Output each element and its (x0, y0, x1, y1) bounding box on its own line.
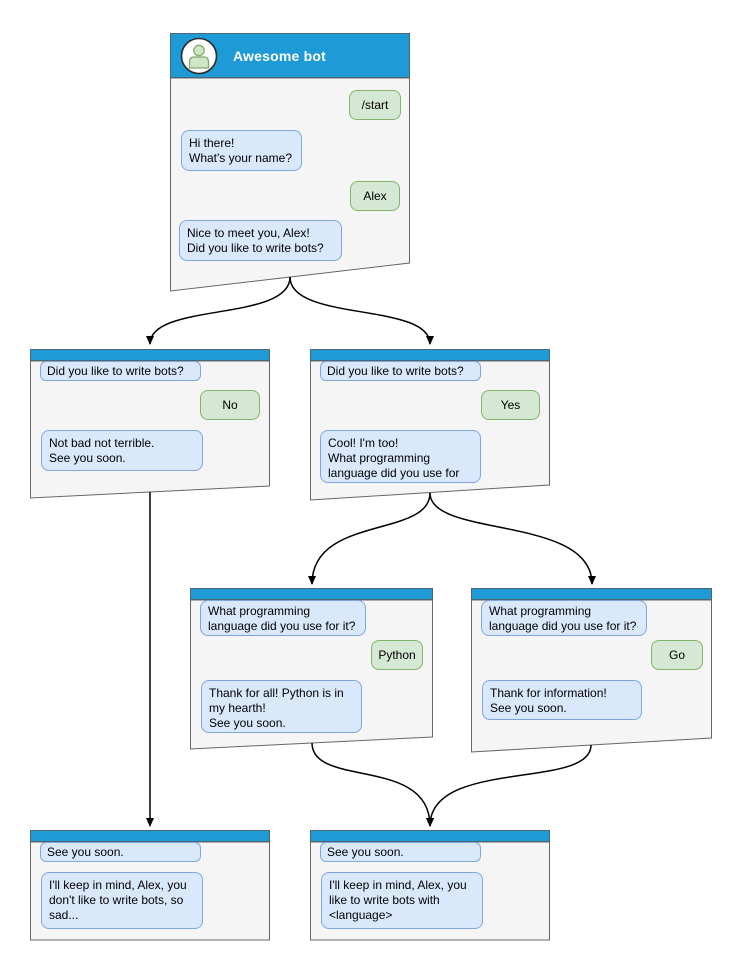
chat-window-end-no: See you soon. I'll keep in mind, Alex, y… (30, 830, 270, 940)
bot-message-bubble: Did you like to write bots? (320, 361, 481, 381)
end-no-window-header (30, 830, 270, 842)
bot-message-bubble: Hi there! What's your name? (181, 130, 302, 171)
user-message-bubble: Yes (481, 390, 540, 420)
bot-avatar-icon (180, 37, 218, 74)
arrow-python-to-end-yes (311, 742, 434, 827)
chat-window-end-yes: See you soon. I'll keep in mind, Alex, y… (310, 830, 550, 940)
arrow-branch-yes-to-python (308, 492, 431, 585)
python-window-header (190, 588, 433, 600)
bot-message-bubble: Nice to meet you, Alex! Did you like to … (179, 220, 342, 261)
arrow-main-to-branch-no (146, 276, 291, 345)
bot-message-bubble: What programming language did you use fo… (200, 600, 366, 636)
user-message-bubble: Go (651, 640, 703, 670)
bot-message-bubble: Did you like to write bots? (40, 361, 201, 381)
chat-window-branch-no: Did you like to write bots? No Not bad n… (30, 349, 270, 498)
branch-no-window-header (30, 349, 270, 361)
main-window-header: Awesome bot (170, 33, 410, 78)
bot-message-bubble: Not bad not terrible. See you soon. (41, 430, 203, 471)
bot-message-bubble: See you soon. (40, 842, 201, 862)
window-title: Awesome bot (233, 47, 326, 64)
chat-window-python: What programming language did you use fo… (190, 588, 433, 749)
bot-message-bubble: Cool! I'm too! What programming language… (320, 430, 481, 483)
user-message-bubble: /start (349, 90, 401, 120)
bot-message-bubble: I'll keep in mind, Alex, you don't like … (41, 872, 203, 929)
bot-message-bubble: What programming language did you use fo… (481, 600, 647, 636)
bot-message-bubble: Thank for information! See you soon. (482, 680, 642, 720)
bot-message-bubble: I'll keep in mind, Alex, you like to wri… (321, 872, 483, 929)
user-message-bubble: Alex (350, 181, 400, 211)
chat-window-main: Awesome bot /start Hi there! What's your… (170, 33, 410, 291)
arrow-go-to-end-yes (426, 744, 592, 827)
go-window-header (471, 588, 712, 600)
bot-message-bubble: Thank for all! Python is in my hearth! S… (201, 680, 362, 733)
user-message-bubble: Python (371, 640, 423, 670)
end-yes-window-header (310, 830, 550, 842)
arrow-main-to-branch-yes (289, 276, 434, 345)
bot-message-bubble: See you soon. (320, 842, 481, 862)
arrow-branch-yes-to-go (429, 492, 596, 585)
chat-window-branch-yes: Did you like to write bots? Yes Cool! I'… (310, 349, 550, 501)
chat-window-go: What programming language did you use fo… (471, 588, 712, 752)
user-message-bubble: No (200, 390, 260, 420)
branch-yes-window-header (310, 349, 550, 361)
